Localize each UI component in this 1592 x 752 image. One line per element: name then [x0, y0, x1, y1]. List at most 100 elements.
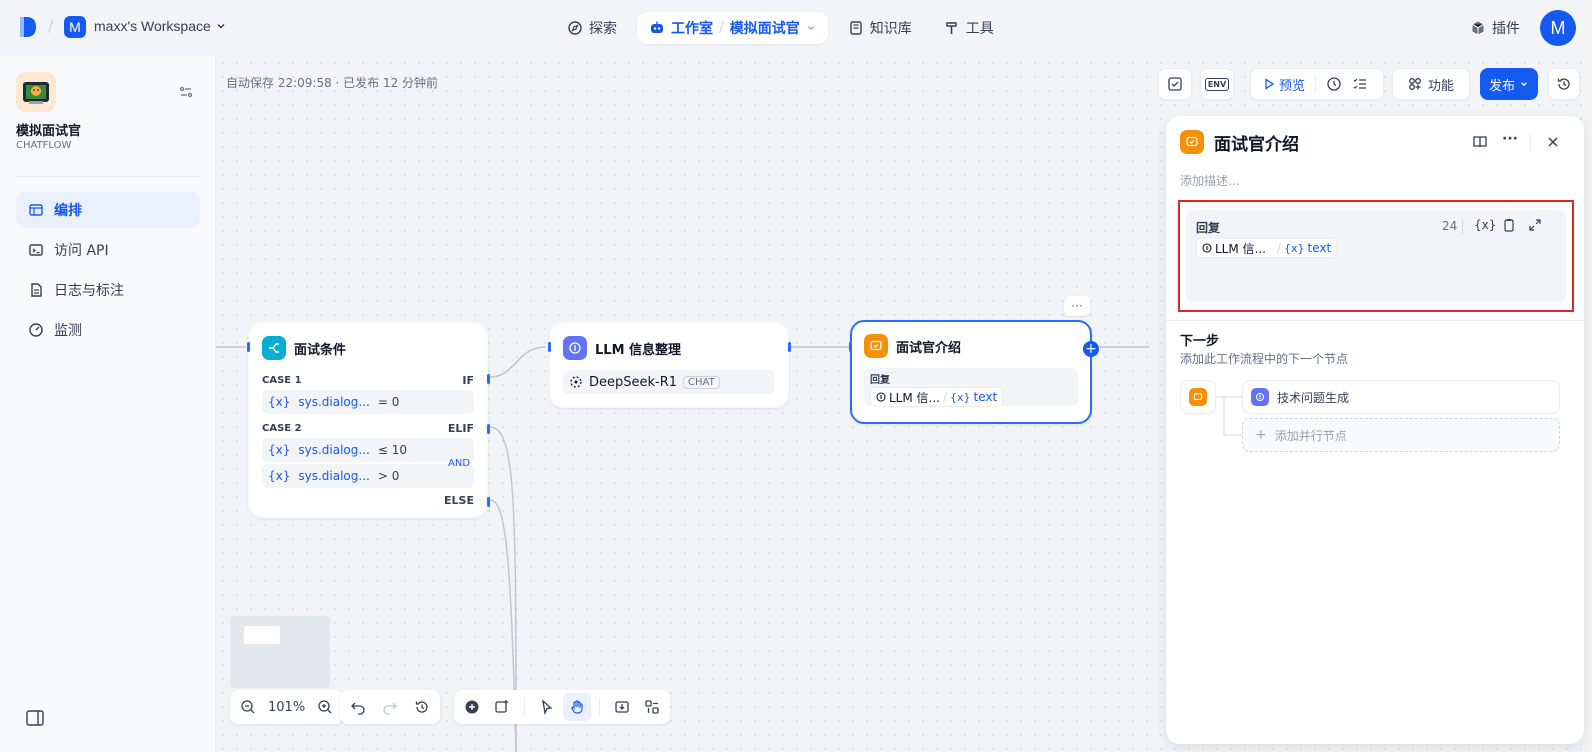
output-handle[interactable]	[788, 342, 791, 352]
compass-icon	[568, 21, 582, 35]
history-icon[interactable]	[414, 699, 430, 715]
input-handle[interactable]	[548, 342, 551, 352]
checklist-button[interactable]	[1158, 68, 1192, 100]
answer-icon	[1180, 130, 1204, 154]
input-handle[interactable]	[247, 342, 250, 352]
expand-icon[interactable]	[1528, 218, 1542, 232]
run-history-icon[interactable]	[1326, 76, 1342, 92]
condition-variable: sys.dialog...	[298, 443, 370, 457]
play-icon	[1265, 78, 1275, 90]
variable-icon: {x}	[1284, 241, 1305, 255]
cube-icon	[1472, 21, 1484, 35]
node-more-button[interactable]: ···	[1064, 296, 1090, 316]
plugins-button[interactable]: 插件	[1470, 18, 1520, 38]
gauge-icon	[29, 323, 43, 337]
chevron-down-icon	[807, 26, 814, 31]
zoom-in-icon[interactable]	[317, 699, 333, 715]
current-app-label[interactable]: 模拟面试官	[729, 21, 800, 37]
sidebar-menu: 编排 访问 API 日志与标注 监测	[16, 192, 200, 352]
edges-layer	[216, 346, 1150, 752]
nav-tools[interactable]: 工具	[932, 12, 1006, 44]
organize-nodes-icon[interactable]	[644, 699, 660, 715]
node-answer[interactable]: 面试官介绍 回复 LLM 信... / {x} text +	[849, 320, 1099, 424]
ref-variable-name: text	[973, 390, 998, 404]
hand-tool-button[interactable]	[563, 693, 591, 721]
sidebar-item-orchestrate[interactable]: 编排	[16, 192, 200, 228]
llm-icon	[1251, 388, 1269, 406]
llm-small-icon	[1202, 243, 1212, 253]
version-history-button[interactable]	[1548, 68, 1580, 100]
history-controls	[340, 690, 440, 724]
book-open-icon[interactable]	[1472, 134, 1488, 150]
insert-variable-icon[interactable]: {x}	[1474, 218, 1497, 232]
output-handle-if[interactable]	[487, 374, 490, 384]
variable-reference: LLM 信... / {x} text	[870, 387, 1004, 407]
pointer-icon[interactable]	[539, 699, 555, 715]
add-node-icon[interactable]	[464, 699, 480, 715]
preview-button[interactable]: 预览	[1263, 75, 1305, 94]
output-handle-else[interactable]	[487, 497, 490, 507]
zoom-level[interactable]: 101%	[268, 699, 306, 715]
layout-icon	[29, 204, 43, 216]
sidebar-toggle-icon[interactable]	[26, 710, 44, 726]
reply-editor[interactable]: 回复 24 {x} LLM 信... / {x} text	[1186, 210, 1566, 302]
zoom-controls: 101%	[230, 690, 344, 724]
model-tag: CHAT	[683, 375, 720, 389]
condition-variable: sys.dialog...	[298, 469, 370, 483]
ref-variable-name: text	[1307, 241, 1332, 255]
workspace-badge[interactable]: M	[64, 16, 86, 38]
env-button[interactable]: ENV	[1200, 68, 1234, 100]
workspace-switcher[interactable]: maxx's Workspace	[94, 18, 227, 34]
book-icon	[850, 21, 862, 35]
minimap[interactable]	[230, 616, 330, 688]
panel-title[interactable]: 面试官介绍	[1214, 135, 1299, 155]
condition-row: {x} sys.dialog... > 0	[262, 464, 474, 488]
top-bar: / M maxx's Workspace 探索 工作室 / 模拟面试官 知识库 …	[0, 0, 1592, 56]
logical-operator-label[interactable]: AND	[448, 458, 471, 469]
reply-label: 回复	[870, 375, 890, 386]
sidebar-item-monitor[interactable]: 监测	[16, 312, 200, 348]
features-icon	[1409, 78, 1421, 90]
add-note-icon[interactable]	[494, 699, 510, 715]
nav-knowledge-label: 知识库	[869, 21, 912, 37]
sidebar-item-api[interactable]: 访问 API	[16, 232, 200, 268]
variable-reference[interactable]: LLM 信... / {x} text	[1196, 238, 1338, 258]
else-label: ELSE	[444, 493, 474, 507]
next-node-item[interactable]: 技术问题生成	[1242, 380, 1560, 414]
publish-button[interactable]: 发布	[1480, 68, 1538, 100]
sidebar-item-logs[interactable]: 日志与标注	[16, 272, 200, 308]
canvas-tools	[454, 690, 670, 724]
node-if-else[interactable]: 面试条件 CASE 1 IF {x} sys.dialog... = 0 CAS…	[247, 322, 490, 518]
chevron-down-icon	[217, 23, 225, 29]
nav-knowledge[interactable]: 知识库	[836, 12, 924, 44]
node-llm[interactable]: LLM 信息整理 DeepSeek-R1 CHAT	[548, 322, 791, 408]
node-title: 面试官介绍	[896, 340, 962, 356]
features-button[interactable]: 功能	[1392, 68, 1470, 100]
variable-icon: {x}	[950, 390, 971, 404]
user-avatar[interactable]: M	[1540, 10, 1576, 46]
nav-explore[interactable]: 探索	[555, 12, 629, 44]
close-icon[interactable]	[1546, 135, 1560, 149]
copy-icon[interactable]	[1502, 218, 1516, 232]
undo-icon[interactable]	[350, 699, 366, 715]
add-parallel-node-button[interactable]: + 添加并行节点	[1242, 418, 1560, 452]
run-toolbar: 预览	[1250, 68, 1384, 100]
input-handle[interactable]	[849, 342, 852, 352]
output-handle-elif[interactable]	[487, 424, 490, 434]
zoom-out-icon[interactable]	[240, 699, 256, 715]
app-type: CHATFLOW	[16, 140, 72, 151]
hand-icon	[571, 700, 583, 714]
dify-logo-icon[interactable]	[18, 16, 38, 38]
ref-node-name: LLM 信...	[1215, 241, 1266, 256]
add-next-node-button[interactable]: +	[1083, 341, 1099, 357]
more-options-icon[interactable]: ···	[1502, 131, 1518, 147]
list-check-icon[interactable]	[1352, 76, 1368, 92]
description-input[interactable]: 添加描述...	[1180, 174, 1240, 188]
reply-section-highlight: 回复 24 {x} LLM 信... / {x} text	[1178, 200, 1574, 312]
nav-studio[interactable]: 工作室 / 模拟面试官	[637, 12, 828, 44]
app-settings-icon[interactable]	[178, 84, 194, 100]
elif-label: ELIF	[447, 421, 474, 435]
export-image-icon[interactable]	[614, 699, 630, 715]
redo-icon[interactable]	[382, 699, 398, 715]
condition-variable: sys.dialog...	[298, 395, 370, 409]
